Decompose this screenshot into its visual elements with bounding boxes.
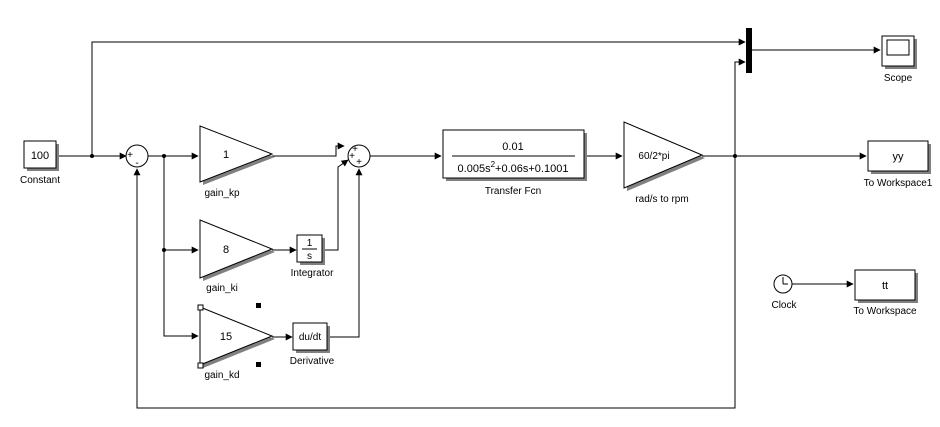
- branch-point: [90, 154, 94, 158]
- gain-kp-value: 1: [223, 149, 229, 161]
- derivative-block[interactable]: du/dt Derivative: [290, 322, 335, 367]
- wire-integrator-sum2[interactable]: [322, 159, 349, 251]
- gain-ki-block[interactable]: 8 gain_ki: [199, 219, 275, 294]
- to-workspace-label: To Workspace: [853, 306, 917, 317]
- sum1-plus-sign: +: [127, 150, 133, 161]
- scope-label: Scope: [884, 73, 913, 84]
- wire-kp-sum2[interactable]: [272, 142, 345, 157]
- integrator-denominator: s: [307, 251, 312, 262]
- constant-block[interactable]: 100 Constant: [20, 140, 60, 186]
- wire-feedback[interactable]: [133, 156, 736, 409]
- derivative-value: du/dt: [299, 332, 321, 343]
- sum1-block[interactable]: + -: [125, 144, 149, 169]
- sum2-plus-left: +: [349, 151, 355, 162]
- sum2-plus-bottom: +: [356, 157, 362, 168]
- transfer-fcn-denominator: 0.005s2+0.06s+0.1001: [458, 160, 569, 175]
- gain-kd-value: 15: [220, 331, 232, 343]
- clock-block[interactable]: Clock: [771, 274, 797, 311]
- to-workspace1-label: To Workspace1: [864, 178, 933, 189]
- rpm-gain-value: 60/2*pi: [638, 151, 669, 162]
- signal-lines: [58, 38, 881, 409]
- sum2-plus-top: +: [352, 144, 358, 155]
- branch-point: [162, 154, 166, 158]
- rpm-gain-block[interactable]: 60/2*pi rad/s to rpm: [623, 121, 705, 205]
- transfer-fcn-label: Transfer Fcn: [485, 186, 541, 197]
- mux-block[interactable]: [746, 28, 752, 73]
- integrator-block[interactable]: 1 s Integrator: [291, 234, 334, 279]
- to-workspace-value: tt: [882, 280, 888, 292]
- to-workspace1-value: yy: [893, 151, 905, 163]
- derivative-label: Derivative: [290, 356, 335, 367]
- wire-derivative-sum2[interactable]: [330, 168, 363, 338]
- clock-label: Clock: [771, 300, 797, 311]
- gain-kp-label: gain_kp: [204, 188, 239, 199]
- gain-kp-block[interactable]: 1 gain_kp: [199, 125, 275, 199]
- constant-value: 100: [31, 150, 49, 162]
- gain-ki-value: 8: [223, 244, 229, 256]
- integrator-numerator: 1: [307, 238, 313, 249]
- constant-label: Constant: [20, 175, 60, 186]
- gain-kd-label: gain_kd: [204, 370, 239, 381]
- wire-reference-to-mux[interactable]: [91, 38, 746, 156]
- wire-error-kd[interactable]: [163, 250, 199, 340]
- to-workspace1-block[interactable]: yy To Workspace1: [864, 140, 933, 189]
- scope-block[interactable]: Scope: [881, 35, 917, 84]
- gain-kd-block[interactable]: 15 gain_kd: [197, 303, 275, 381]
- integrator-label: Integrator: [291, 268, 334, 279]
- sum2-block[interactable]: + + +: [347, 144, 371, 168]
- gain-ki-label: gain_ki: [206, 283, 238, 294]
- scope-screen-icon: [886, 39, 910, 56]
- transfer-fcn-block[interactable]: 0.01 0.005s2+0.06s+0.1001 Transfer Fcn: [442, 129, 587, 197]
- selection-handles[interactable]: [197, 303, 261, 369]
- rpm-gain-label: rad/s to rpm: [635, 194, 688, 205]
- branch-point: [162, 248, 166, 252]
- transfer-fcn-numerator: 0.01: [502, 141, 523, 153]
- sum1-minus-sign: -: [135, 158, 138, 169]
- wire-error-ki[interactable]: [163, 156, 199, 254]
- wire-output-to-mux[interactable]: [734, 58, 746, 156]
- to-workspace-block[interactable]: tt To Workspace: [853, 269, 918, 317]
